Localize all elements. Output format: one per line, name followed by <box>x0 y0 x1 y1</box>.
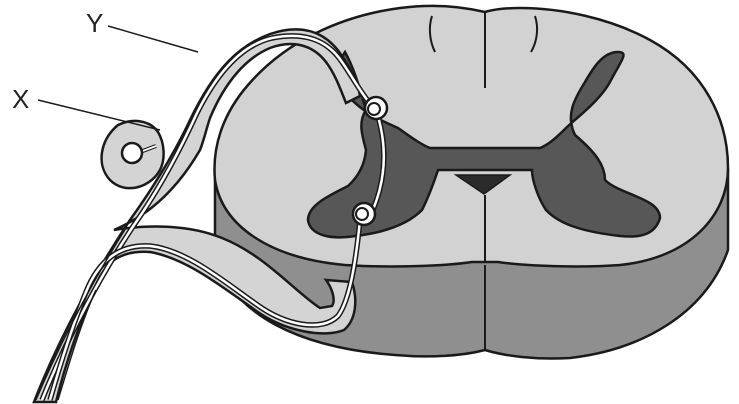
label-y-leader <box>108 26 198 52</box>
synapse-lower <box>353 203 375 225</box>
label-x: X <box>12 84 29 114</box>
synapse-upper <box>365 97 387 119</box>
sensory-cell-body <box>122 143 142 163</box>
label-y: Y <box>86 8 103 38</box>
label-x-leader <box>38 100 160 130</box>
